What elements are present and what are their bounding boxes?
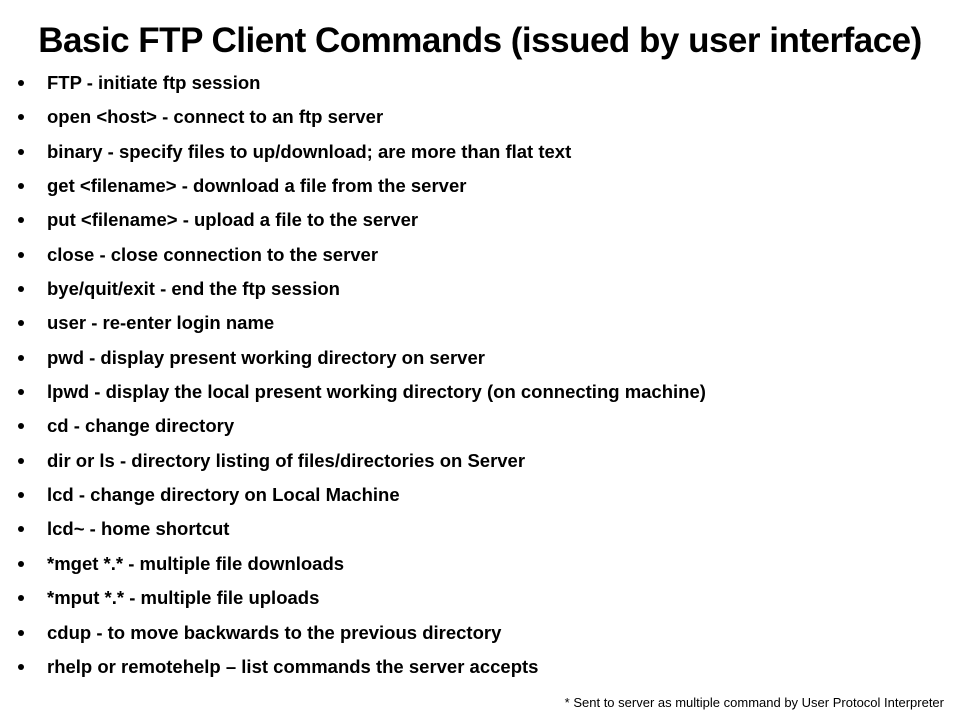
list-item-text: close - close connection to the server — [47, 243, 379, 265]
list-item: lcd - change directory on Local Machine — [18, 481, 938, 515]
list-item-text: lcd - change directory on Local Machine — [47, 484, 400, 506]
bullet-icon — [18, 217, 24, 224]
list-item-text: dir or ls - directory listing of files/d… — [47, 449, 526, 471]
bullet-icon — [18, 457, 24, 464]
bullet-icon — [18, 354, 24, 361]
list-item-text: put <filename> - upload a file to the se… — [47, 209, 419, 231]
bullet-icon — [18, 423, 24, 430]
bullet-icon — [18, 389, 24, 396]
bullet-icon — [18, 148, 24, 155]
list-item-text: user - re-enter login name — [47, 312, 275, 334]
list-item: get <filename> - download a file from th… — [18, 172, 938, 206]
list-item-text: open <host> - connect to an ftp server — [47, 106, 384, 128]
bullet-icon — [18, 320, 24, 327]
list-item: *mput *.* - multiple file uploads — [18, 584, 938, 618]
bullet-icon — [18, 526, 24, 533]
bullet-icon — [18, 183, 24, 190]
list-item: cd - change directory — [18, 412, 938, 446]
list-item: open <host> - connect to an ftp server — [18, 103, 938, 137]
list-item: *mget *.* - multiple file downloads — [18, 550, 938, 584]
list-item: FTP - initiate ftp session — [18, 69, 938, 103]
list-item-text: *mget *.* - multiple file downloads — [47, 552, 345, 574]
list-item: user - re-enter login name — [18, 309, 938, 343]
bullet-icon — [18, 629, 24, 636]
list-item: cdup - to move backwards to the previous… — [18, 619, 938, 653]
list-item-text: binary - specify files to up/download; a… — [47, 140, 572, 162]
list-item-text: cd - change directory — [47, 415, 235, 437]
bullet-icon — [18, 80, 24, 86]
list-item: dir or ls - directory listing of files/d… — [18, 447, 938, 481]
bullet-icon — [18, 286, 24, 293]
list-item: binary - specify files to up/download; a… — [18, 138, 938, 172]
list-item-text: bye/quit/exit - end the ftp session — [47, 278, 340, 300]
list-item-text: rhelp or remotehelp – list commands the … — [47, 655, 539, 677]
list-item: rhelp or remotehelp – list commands the … — [18, 653, 938, 687]
bullet-icon — [18, 492, 24, 499]
list-item-text: lcd~ - home shortcut — [47, 518, 230, 540]
list-item-text: lpwd - display the local present working… — [47, 381, 706, 403]
list-item: close - close connection to the server — [18, 241, 938, 275]
footnote: * Sent to server as multiple command by … — [564, 695, 944, 710]
list-item: lpwd - display the local present working… — [18, 378, 938, 412]
bullet-icon — [18, 663, 24, 670]
list-item: bye/quit/exit - end the ftp session — [18, 275, 938, 309]
list-item-text: cdup - to move backwards to the previous… — [47, 621, 502, 643]
list-item: pwd - display present working directory … — [18, 344, 938, 378]
bullet-icon — [18, 560, 24, 567]
list-item-text: *mput *.* - multiple file uploads — [47, 587, 320, 609]
bullet-icon — [18, 114, 24, 121]
bullet-icon — [18, 251, 24, 258]
list-item: lcd~ - home shortcut — [18, 515, 938, 549]
command-list: FTP - initiate ftp session open <host> -… — [18, 69, 938, 687]
list-item-text: pwd - display present working directory … — [47, 346, 485, 368]
bullet-icon — [18, 595, 24, 602]
list-item-text: FTP - initiate ftp session — [47, 72, 261, 93]
list-item: put <filename> - upload a file to the se… — [18, 206, 938, 240]
slide-title: Basic FTP Client Commands (issued by use… — [38, 21, 922, 60]
list-item-text: get <filename> - download a file from th… — [47, 175, 467, 197]
